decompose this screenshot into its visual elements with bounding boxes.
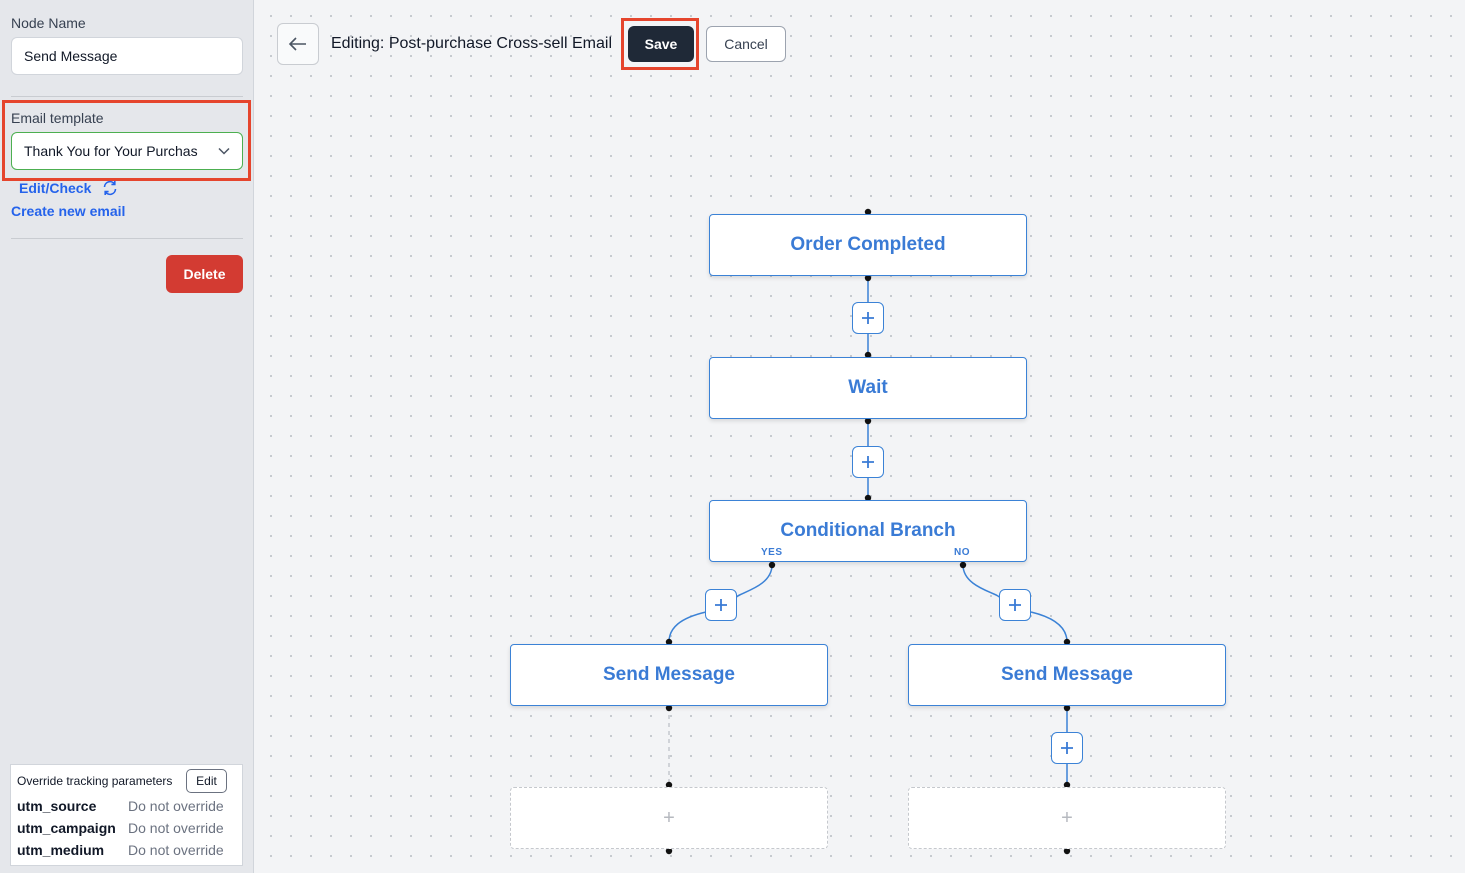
node-wait[interactable]: Wait xyxy=(709,357,1027,419)
tracking-edit-button[interactable]: Edit xyxy=(186,769,227,793)
tracking-row: utm_campaign Do not override xyxy=(17,820,224,836)
tracking-value: Do not override xyxy=(128,798,224,814)
email-template-value: Thank You for Your Purchas xyxy=(24,143,198,159)
plus-icon xyxy=(1008,598,1022,612)
save-button[interactable]: Save xyxy=(628,26,694,62)
sidebar: Node Name Send Message Email template Th… xyxy=(0,0,254,873)
node-conditional-branch[interactable]: Conditional Branch xyxy=(709,500,1027,562)
divider xyxy=(11,96,243,97)
email-template-label: Email template xyxy=(11,110,104,126)
add-step-button[interactable] xyxy=(1051,732,1083,764)
node-label: Order Completed xyxy=(790,234,946,255)
highlight-save xyxy=(621,18,699,70)
highlight-email-template xyxy=(2,100,251,181)
branch-no-label: NO xyxy=(954,547,970,558)
tracking-row: utm_medium Do not override xyxy=(17,842,224,858)
plus-icon xyxy=(861,455,875,469)
tracking-key: utm_source xyxy=(17,798,97,814)
node-order-completed[interactable]: Order Completed xyxy=(709,214,1027,276)
email-template-select[interactable]: Thank You for Your Purchas xyxy=(11,132,243,170)
chevron-down-icon xyxy=(218,147,230,155)
plus-icon: + xyxy=(663,806,675,829)
branch-yes-label: YES xyxy=(761,547,783,558)
node-send-message-yes[interactable]: Send Message xyxy=(510,644,828,706)
back-button[interactable] xyxy=(277,23,319,65)
divider xyxy=(11,238,243,239)
node-name-input[interactable]: Send Message xyxy=(11,37,243,75)
empty-node-slot[interactable]: + xyxy=(510,787,828,849)
tracking-title: Override tracking parameters xyxy=(17,774,173,788)
refresh-icon[interactable] xyxy=(101,179,119,202)
tracking-row: utm_source Do not override xyxy=(17,798,224,814)
node-label: Conditional Branch xyxy=(780,520,956,541)
tracking-value: Do not override xyxy=(128,842,224,858)
plus-icon xyxy=(861,311,875,325)
empty-node-slot[interactable]: + xyxy=(908,787,1226,849)
plus-icon xyxy=(714,598,728,612)
node-name-label: Node Name xyxy=(11,15,86,31)
edit-check-link[interactable]: Edit/Check xyxy=(19,180,92,196)
plus-icon: + xyxy=(1061,806,1073,829)
tracking-key: utm_medium xyxy=(17,842,105,858)
add-step-button[interactable] xyxy=(705,589,737,621)
cancel-button[interactable]: Cancel xyxy=(706,26,786,62)
arrow-left-icon xyxy=(288,36,308,52)
tracking-key: utm_campaign xyxy=(17,820,116,836)
node-label: Send Message xyxy=(603,664,735,685)
add-step-button[interactable] xyxy=(999,589,1031,621)
create-new-email-link[interactable]: Create new email xyxy=(11,203,126,219)
delete-button[interactable]: Delete xyxy=(166,255,243,293)
node-name-value: Send Message xyxy=(24,48,118,64)
flow-canvas[interactable] xyxy=(255,0,1465,873)
node-label: Send Message xyxy=(1001,664,1133,685)
node-label: Wait xyxy=(848,377,888,398)
plus-icon xyxy=(1060,741,1074,755)
node-send-message-no[interactable]: Send Message xyxy=(908,644,1226,706)
page-title: Editing: Post-purchase Cross-sell Email xyxy=(331,35,612,52)
tracking-parameters-panel: Override tracking parameters Edit utm_so… xyxy=(10,764,243,866)
tracking-value: Do not override xyxy=(128,820,224,836)
add-step-button[interactable] xyxy=(852,446,884,478)
add-step-button[interactable] xyxy=(852,302,884,334)
